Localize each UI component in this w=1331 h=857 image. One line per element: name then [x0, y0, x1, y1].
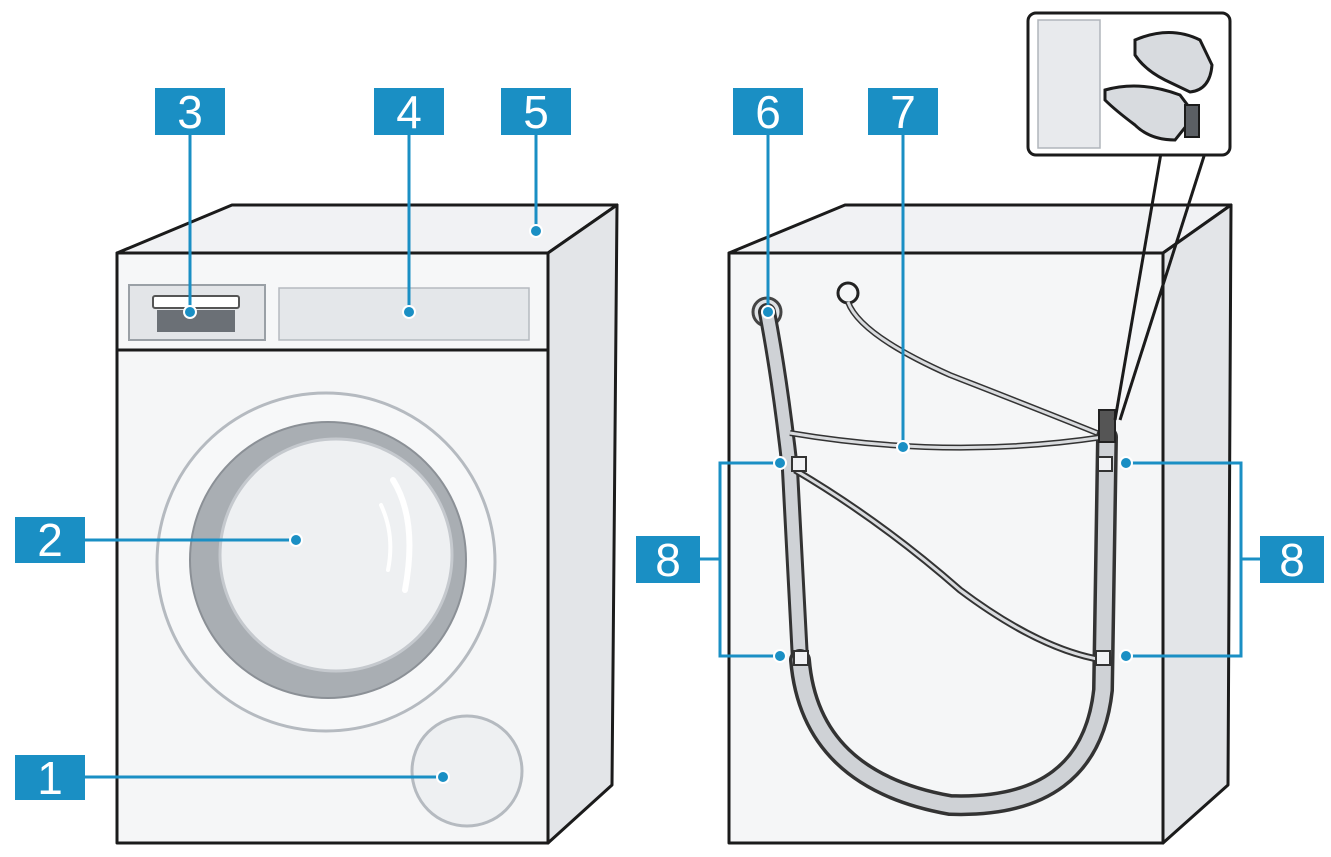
leader-dot-7	[896, 440, 910, 454]
callout-6: 6	[733, 86, 803, 138]
callout-7-badge	[868, 88, 938, 135]
detergent-drawer-handle	[152, 295, 240, 309]
callout-5-badge	[501, 88, 571, 135]
hose-connector	[1098, 409, 1116, 443]
door-glass	[218, 437, 454, 673]
callout-8-right: 8	[1260, 534, 1324, 586]
callout-6-badge	[733, 88, 803, 135]
power-cable-inner	[846, 301, 1108, 439]
leader-dot-2	[289, 533, 303, 547]
callout-2: 2	[15, 514, 85, 566]
leader-dot-4	[402, 305, 416, 319]
callout-3: 3	[155, 86, 225, 138]
leader-dot-5	[529, 224, 543, 238]
callout-6-label: 6	[755, 86, 781, 138]
callout-2-badge	[15, 517, 85, 563]
leader-dot-8-a	[773, 456, 787, 470]
leader-dots	[183, 224, 1133, 784]
leader-dot-8-b	[773, 649, 787, 663]
callout-1-label: 1	[37, 752, 63, 804]
supply-hose-inner	[761, 306, 806, 666]
diagonal-hose-inner	[794, 468, 1104, 662]
front-view-machine	[115, 203, 619, 845]
callout-8-left: 8	[636, 534, 700, 586]
callout-8-right-label: 8	[1279, 534, 1305, 586]
callout-1-badge	[15, 755, 85, 800]
callout-1: 1	[15, 752, 85, 804]
clip-pin	[1184, 104, 1200, 138]
callout-8-left-label: 8	[655, 534, 681, 586]
leader-dot-6	[761, 305, 775, 319]
callout-4: 4	[374, 86, 444, 138]
hose-holder-left-top	[791, 456, 807, 472]
front-machine-side	[546, 203, 619, 845]
horizontal-hose-inner	[789, 431, 1104, 450]
inset-pointer-right	[1118, 152, 1207, 421]
rear-machine-side	[1161, 203, 1233, 845]
callout-7-label: 7	[890, 86, 916, 138]
callout-2-label: 2	[37, 514, 63, 566]
rear-machine-top	[727, 203, 1233, 255]
callout-4-label: 4	[396, 86, 422, 138]
clip-upper	[1133, 31, 1214, 94]
leader-dot-8-d	[1119, 649, 1133, 663]
door-glass-reflection	[390, 477, 413, 593]
detail-inset	[1026, 11, 1232, 421]
callout-8-left-badge	[636, 536, 700, 583]
hose-holder-right-bottom	[1095, 650, 1111, 666]
detergent-drawer-slot	[157, 310, 235, 332]
callout-5-label: 5	[523, 86, 549, 138]
clip-lower	[1103, 84, 1197, 142]
leader-dot-8-c	[1119, 456, 1133, 470]
leader-dot-1	[436, 770, 450, 784]
hose-holder-right-top	[1097, 456, 1113, 472]
inset-pointer-left	[1113, 152, 1163, 421]
power-plug	[836, 281, 860, 305]
callout-3-label: 3	[177, 86, 203, 138]
inset-panel	[1037, 19, 1101, 149]
pump-filter-cover	[410, 714, 524, 828]
door-glass-reflection-2	[379, 503, 393, 572]
callout-4-badge	[374, 88, 444, 135]
callout-3-badge	[155, 88, 225, 135]
callout-5: 5	[501, 86, 571, 138]
hose-holder-left-bottom	[793, 650, 809, 666]
callout-7: 7	[868, 86, 938, 138]
drain-hose-inner	[792, 429, 1115, 813]
leader-lines	[85, 135, 1260, 779]
callout-8-right-badge	[1260, 536, 1324, 583]
leader-dot-3	[183, 305, 197, 319]
rear-view-machine	[727, 203, 1233, 845]
